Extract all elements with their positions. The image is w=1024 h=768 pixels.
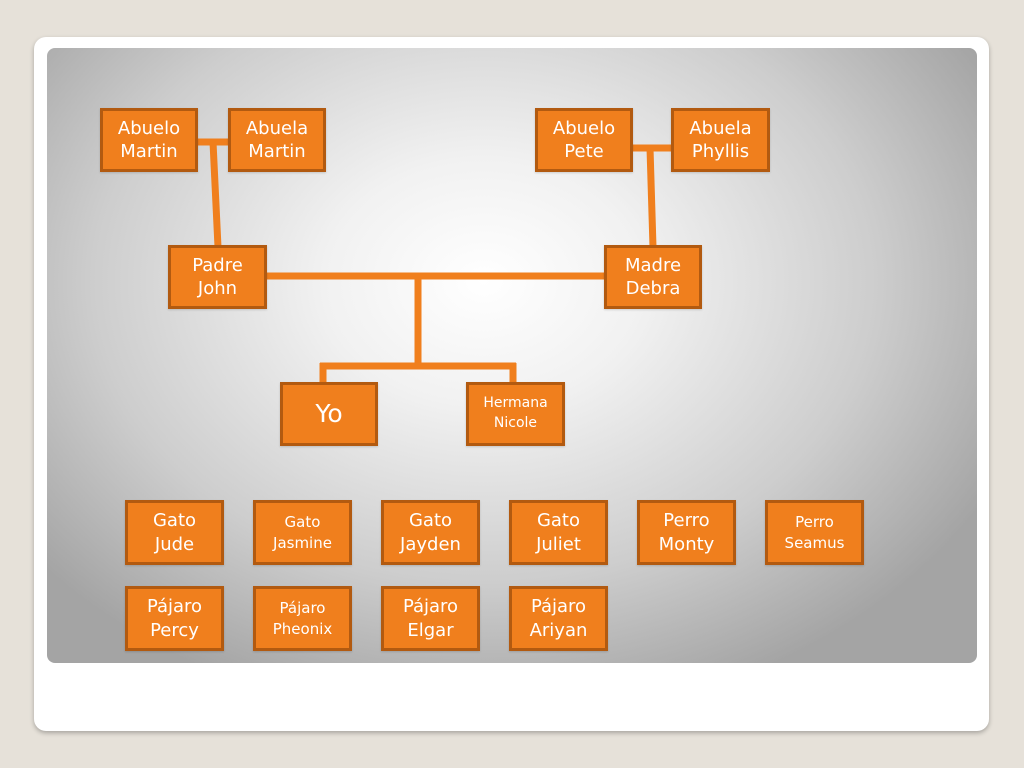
pet-pajaro-elgar-box: Pájaro Elgar <box>381 586 480 651</box>
abuela-phyllis-box: Abuela Phyllis <box>671 108 770 172</box>
pet-perro-seamus-box: Perro Seamus <box>765 500 864 565</box>
maternal-descent-line <box>646 147 657 248</box>
pet-gato-jayden-box: Gato Jayden <box>381 500 480 565</box>
pet-gato-jasmine-box: Gato Jasmine <box>253 500 352 565</box>
abuelo-martin-box: Abuelo Martin <box>100 108 198 172</box>
madre-debra-box: Madre Debra <box>604 245 702 309</box>
abuela-martin-box: Abuela Martin <box>228 108 326 172</box>
paternal-descent-line <box>209 141 222 248</box>
pet-gato-jude-box: Gato Jude <box>125 500 224 565</box>
pet-perro-monty-box: Perro Monty <box>637 500 736 565</box>
pet-pajaro-percy-box: Pájaro Percy <box>125 586 224 651</box>
yo-box: Yo <box>280 382 378 446</box>
pet-pajaro-pheonix-box: Pájaro Pheonix <box>253 586 352 651</box>
pet-gato-juliet-box: Gato Juliet <box>509 500 608 565</box>
padre-john-box: Padre John <box>168 245 267 309</box>
hermana-nicole-box: Hermana Nicole <box>466 382 565 446</box>
pet-pajaro-ariyan-box: Pájaro Ariyan <box>509 586 608 651</box>
abuelo-pete-box: Abuelo Pete <box>535 108 633 172</box>
